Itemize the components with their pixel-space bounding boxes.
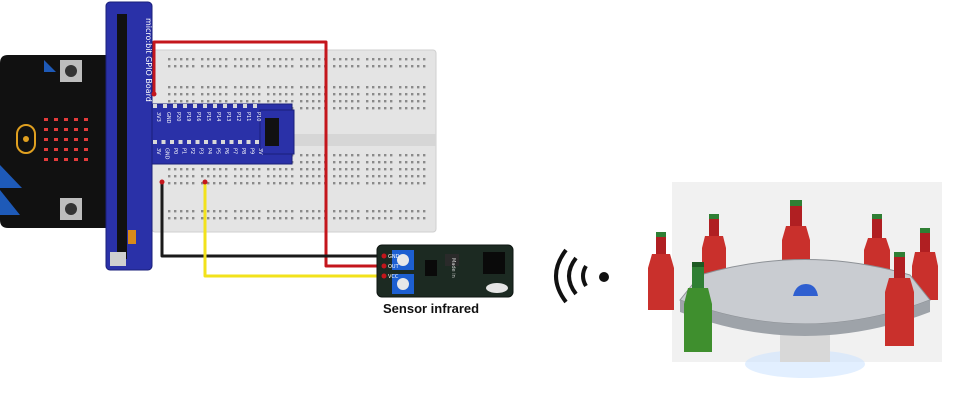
gpio-pin-label: P20 bbox=[175, 112, 181, 121]
gpio-pin-label: P10 bbox=[255, 112, 261, 121]
sensor-pin-label: OUT bbox=[388, 264, 400, 270]
microbit bbox=[0, 55, 110, 228]
power-wire bbox=[152, 40, 383, 268]
wires bbox=[151, 40, 383, 278]
bottle bbox=[885, 252, 914, 346]
gpio-pin-label: P4 bbox=[206, 148, 212, 154]
gpio-pin-label: P15 bbox=[205, 112, 211, 121]
gpio-pin-label: P9 bbox=[249, 148, 255, 154]
gpio-pin-label: P6 bbox=[223, 148, 229, 154]
gpio-pin-label: P12 bbox=[235, 112, 241, 121]
gpio-pin-label: 3V bbox=[257, 148, 263, 155]
bottle bbox=[782, 200, 810, 268]
bottle bbox=[648, 232, 674, 310]
bottle-carousel bbox=[648, 182, 942, 378]
sensor-pin-label: VCC bbox=[388, 274, 399, 280]
bottle bbox=[684, 262, 712, 352]
gpio-pin-label: 3V bbox=[155, 148, 161, 155]
gpio-pin-label: GND bbox=[164, 148, 170, 160]
sensor-text: Made in bbox=[450, 258, 456, 278]
gpio-pin-label: P2 bbox=[189, 148, 195, 154]
sensor-caption: Sensor infrared bbox=[383, 301, 480, 316]
gpio-pin-label: P16 bbox=[195, 112, 201, 121]
infrared-signal-icon bbox=[554, 248, 609, 304]
gpio-pin-label: P0 bbox=[172, 148, 178, 154]
signal-wire bbox=[203, 182, 383, 278]
ground-wire bbox=[160, 182, 383, 258]
microbit-led-matrix bbox=[44, 118, 88, 161]
sensor-pin-label: GND bbox=[388, 254, 400, 260]
sensor-pin-labels: GND OUT VCC bbox=[388, 254, 400, 280]
gpio-board-label: micro:bit GPIO Board bbox=[144, 18, 153, 102]
bottle bbox=[702, 214, 726, 274]
gpio-pin-labels-top: 3V3 GND P20 P19 P16 P15 P14 P13 P12 P11 P10 bbox=[153, 104, 261, 124]
gpio-pin-label: P1 bbox=[181, 148, 187, 154]
gpio-pin-label: P5 bbox=[215, 148, 221, 154]
gpio-pin-label: 3V3 bbox=[155, 112, 161, 122]
gpio-pin-label: P8 bbox=[240, 148, 246, 154]
gpio-pin-label: GND bbox=[165, 112, 171, 124]
gpio-pin-label: P7 bbox=[232, 148, 238, 154]
gpio-pin-label: P3 bbox=[198, 148, 204, 154]
gpio-pin-label: P19 bbox=[185, 112, 191, 121]
gpio-pin-label: P14 bbox=[215, 112, 221, 121]
gpio-pin-label: P13 bbox=[225, 112, 231, 121]
gpio-pin-label: P11 bbox=[245, 112, 251, 121]
infrared-sensor: Made in GND OUT VCC bbox=[376, 244, 514, 298]
